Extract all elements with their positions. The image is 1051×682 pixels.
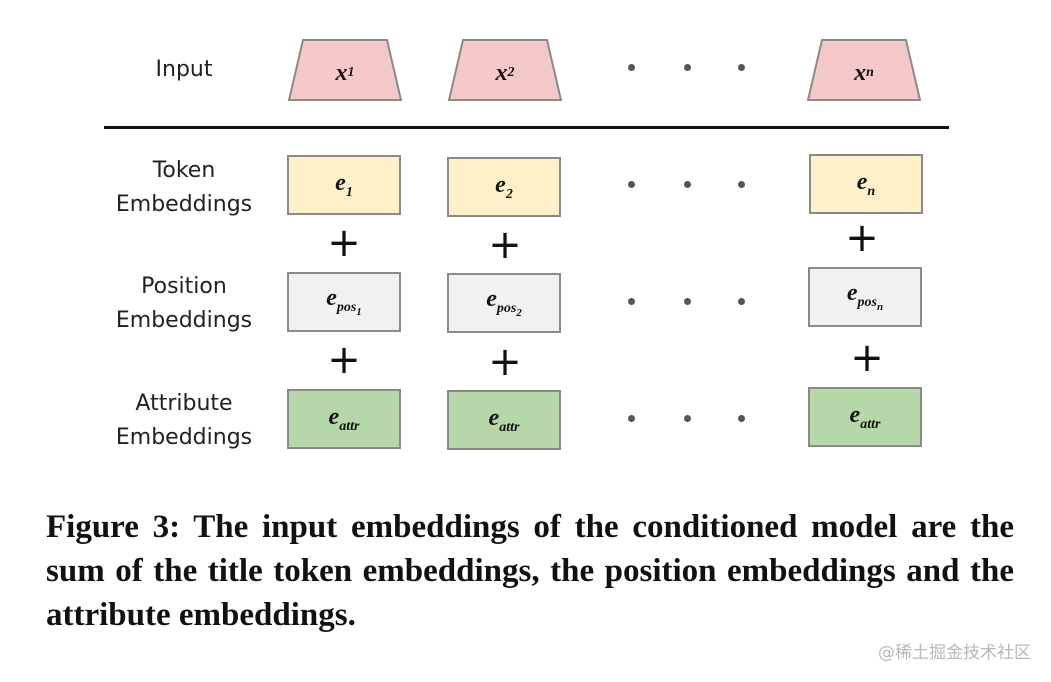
plus-sign: + <box>850 335 884 381</box>
ellipsis-dots <box>628 181 758 191</box>
figure-caption: Figure 3: The input embeddings of the co… <box>46 509 1014 633</box>
token-embedding-2: e2 <box>447 157 561 217</box>
input-trapezoid-shape <box>287 39 403 101</box>
position-embedding-1: epos1 <box>287 272 401 332</box>
row-label-attribute-line2: Embeddings <box>115 425 253 450</box>
divider-line <box>104 126 949 129</box>
input-trapezoid-shape <box>806 39 922 101</box>
attribute-embedding-2: eattr <box>447 390 561 450</box>
attribute-embedding-n: eattr <box>808 387 922 447</box>
plus-sign: + <box>488 339 522 385</box>
position-embedding-n: eposn <box>808 267 922 327</box>
plus-sign: + <box>488 222 522 268</box>
token-embedding-n: en <box>809 154 923 214</box>
plus-sign: + <box>327 337 361 383</box>
ellipsis-dots <box>628 64 758 74</box>
ellipsis-dots <box>628 415 758 425</box>
row-label-token: Token Embeddings <box>84 154 284 222</box>
row-label-position-line1: Position <box>141 274 227 299</box>
row-label-token-line2: Embeddings <box>115 192 253 217</box>
attribute-embedding-1: eattr <box>287 389 401 449</box>
watermark: @稀土掘金技术社区 <box>878 643 1031 663</box>
row-label-attribute-line1: Attribute <box>135 391 233 416</box>
position-embedding-2: epos2 <box>447 273 561 333</box>
row-label-input: Input <box>155 57 213 82</box>
ellipsis-dots <box>628 298 758 308</box>
row-label-position: Position Embeddings <box>84 270 284 338</box>
row-label-attribute: Attribute Embeddings <box>84 387 284 455</box>
plus-sign: + <box>327 220 361 266</box>
input-trapezoid-shape <box>447 39 563 101</box>
token-embedding-1: e1 <box>287 155 401 215</box>
row-label-position-line2: Embeddings <box>115 308 253 333</box>
row-label-token-line1: Token <box>152 158 216 183</box>
plus-sign: + <box>845 215 879 261</box>
